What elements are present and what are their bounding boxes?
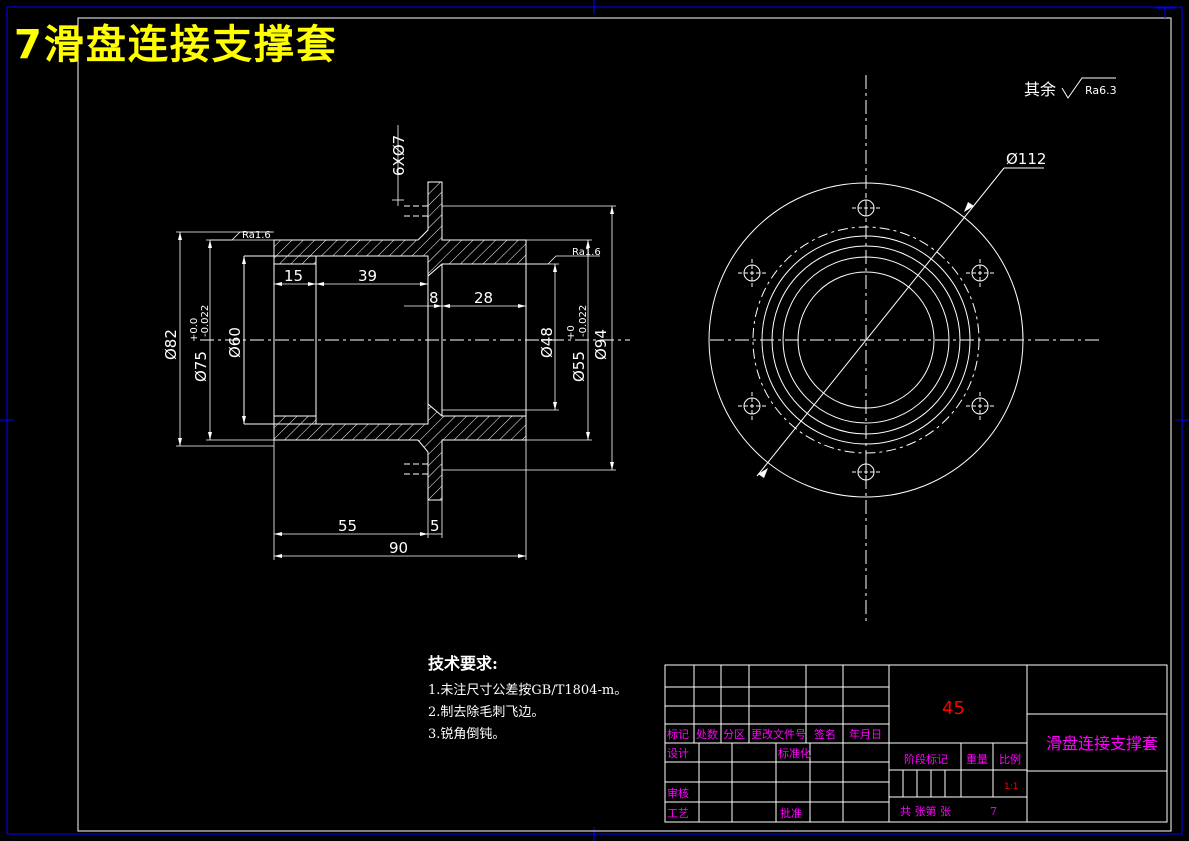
tb-material: 45: [942, 698, 965, 719]
section-view: [200, 181, 630, 501]
dim-d55: Ø55: [570, 351, 588, 382]
dim-28: 28: [474, 289, 493, 307]
tb-design: 设计: [667, 747, 689, 760]
tech-item-2: 2.制去除毛刺飞边。: [428, 705, 545, 720]
dim-15: 15: [284, 267, 303, 285]
arrowheads: [178, 206, 614, 558]
tb-scale: 比例: [999, 752, 1021, 766]
dim-55: 55: [338, 517, 357, 535]
dimension-texts: 6XØ7 15 39 8 28 55 5 90 Ø82 Ø75 +0.0 -0.…: [162, 135, 610, 557]
tb-approve: 批准: [780, 806, 802, 820]
tb-sheet-info: 共 张第 张: [900, 804, 951, 818]
dim-d60: Ø60: [226, 327, 244, 358]
tb-check: 审核: [667, 786, 689, 800]
drawing-title: 7滑盘连接支撑套: [14, 22, 338, 68]
tech-item-3: 3.锐角倒钝。: [428, 727, 506, 742]
surface-roughness-note: 其余 Ra6.3: [1024, 77, 1117, 99]
dim-d94: Ø94: [592, 329, 610, 360]
tb-weight: 重量: [966, 752, 988, 766]
hatch-bottom: [273, 402, 527, 501]
end-view-arrows: [758, 202, 974, 478]
dim-39: 39: [358, 267, 377, 285]
dim-d75: Ø75: [192, 351, 210, 382]
corner-ticks: [1155, 7, 1175, 18]
tb-sheet-num: 7: [990, 805, 997, 818]
tb-label-sign: 签名: [814, 727, 836, 741]
dim-d75-tol-lower: -0.022: [200, 305, 211, 337]
dim-8: 8: [429, 289, 439, 307]
ra-left: Ra1.6: [242, 230, 271, 241]
dim-d75-tol-upper: +0.0: [189, 318, 200, 342]
surface-note-ra: Ra6.3: [1085, 84, 1117, 97]
tb-label-date: 年月日: [849, 727, 882, 741]
dim-holes: 6XØ7: [390, 135, 408, 176]
dim-d48: Ø48: [538, 327, 556, 358]
hatch-top: [273, 181, 527, 278]
title-block-text: 标记 处数 分区 更改文件号 签名 年月日 设计 标准化 审核 工艺 批准 阶段…: [667, 727, 1021, 820]
technical-requirements: 技术要求: 1.未注尺寸公差按GB/T1804-m。 2.制去除毛刺飞边。 3.…: [428, 650, 627, 746]
dim-d112: Ø112: [1006, 150, 1046, 168]
dim-d55-tol-lower: -0.022: [578, 305, 589, 337]
ra-right: Ra1.6: [572, 247, 601, 258]
tb-part-name: 滑盘连接支撑套: [1046, 734, 1158, 753]
dim-90: 90: [389, 539, 408, 557]
tb-label-zone: 分区: [723, 728, 745, 741]
tb-label-count: 处数: [696, 728, 718, 741]
tb-process: 工艺: [667, 807, 689, 820]
tb-label-mark: 标记: [667, 727, 689, 741]
inner-border: [77, 17, 1172, 832]
tb-standardize: 标准化: [778, 746, 811, 760]
title-block: [664, 664, 1168, 823]
section-dimensions: [176, 125, 616, 560]
tb-label-change-doc: 更改文件号: [751, 727, 806, 741]
tb-scale-value: 1:1: [1004, 782, 1018, 792]
dim-d55-tol-upper: +0: [566, 325, 577, 340]
tb-stage-mark: 阶段标记: [904, 752, 948, 766]
surface-note-prefix: 其余: [1024, 80, 1056, 99]
end-view: [708, 75, 1100, 625]
dim-5: 5: [430, 517, 440, 535]
tech-item-1: 1.未注尺寸公差按GB/T1804-m。: [428, 683, 628, 698]
tech-heading: 技术要求:: [428, 654, 498, 673]
dim-d82: Ø82: [162, 329, 180, 360]
